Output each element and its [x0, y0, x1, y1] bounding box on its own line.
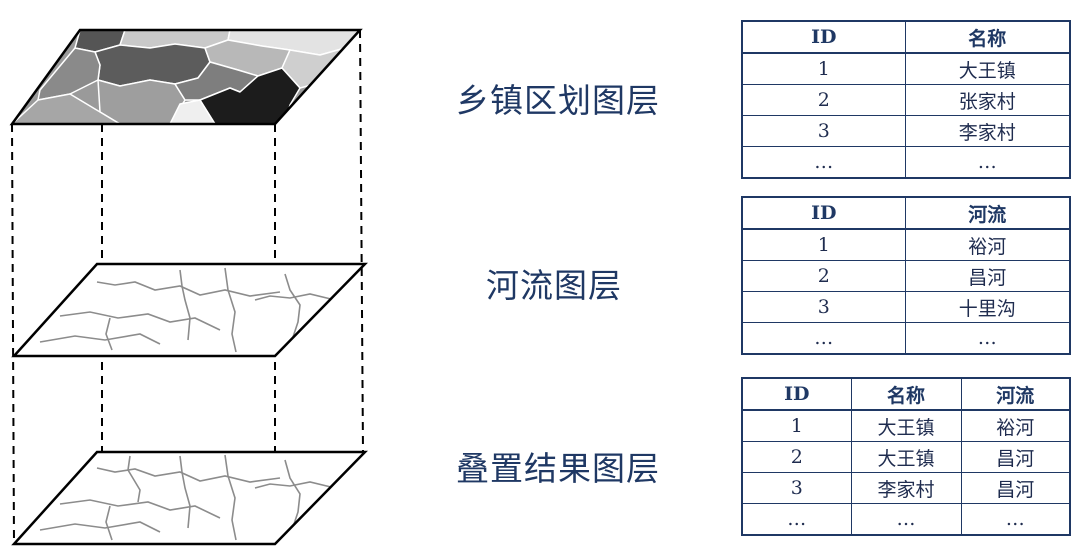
table-cell: 大王镇 — [850, 409, 962, 442]
table-cell: 大王镇 — [904, 52, 1071, 85]
table-cell: … — [850, 503, 962, 536]
river-attribute-table: ID 河流 1 裕河 2 昌河 3 十里沟 … … — [741, 196, 1071, 355]
table-row: 1 大王镇 — [741, 52, 1071, 85]
table-cell: 3 — [741, 472, 852, 504]
table-row: 1 大王镇 裕河 — [741, 409, 1071, 442]
header-cell: ID — [741, 196, 906, 230]
header-cell: 名称 — [850, 377, 962, 411]
table-cell: 昌河 — [960, 472, 1071, 504]
table-cell: 2 — [741, 260, 906, 292]
table-row: … … … — [741, 503, 1071, 536]
header-cell: 河流 — [960, 377, 1071, 411]
overlay-layer-label: 叠置结果图层 — [456, 449, 660, 488]
table-cell: 2 — [741, 441, 852, 473]
table-row: 3 李家村 昌河 — [741, 472, 1071, 504]
header-cell: ID — [741, 377, 852, 411]
table-header-row: ID 河流 — [741, 196, 1071, 230]
table-cell: 张家村 — [904, 84, 1071, 116]
table-cell: … — [960, 503, 1071, 536]
river-layer-map — [11, 262, 368, 358]
table-header-row: ID 名称 — [741, 20, 1071, 54]
table-row: 1 裕河 — [741, 228, 1071, 261]
region-k — [169, 99, 216, 124]
table-cell: 裕河 — [904, 228, 1071, 261]
table-row: 2 昌河 — [741, 260, 1071, 292]
table-cell: 李家村 — [850, 472, 962, 504]
table-header-row: ID 名称 河流 — [741, 377, 1071, 411]
table-cell: 1 — [741, 409, 852, 442]
header-cell: 河流 — [904, 196, 1071, 230]
township-attribute-table: ID 名称 1 大王镇 2 张家村 3 李家村 … … — [741, 20, 1071, 179]
region-l — [12, 93, 121, 124]
overlay-layer-map — [11, 450, 368, 546]
table-row: … … — [741, 322, 1071, 355]
table-row: 3 十里沟 — [741, 291, 1071, 323]
region-h — [97, 79, 186, 124]
table-row: 2 张家村 — [741, 84, 1071, 116]
table-cell: … — [741, 146, 906, 179]
table-row: … … — [741, 146, 1071, 179]
header-cell: ID — [741, 20, 906, 54]
table-cell: 大王镇 — [850, 441, 962, 473]
layer-stack-diagram — [9, 28, 368, 546]
table-cell: … — [904, 146, 1071, 179]
region-j — [199, 67, 301, 124]
table-cell: … — [741, 503, 852, 536]
river-layer-label: 河流图层 — [486, 266, 622, 305]
table-cell: 昌河 — [960, 441, 1071, 473]
table-cell: … — [741, 322, 906, 355]
table-cell: 十里沟 — [904, 291, 1071, 323]
table-cell: 裕河 — [960, 409, 1071, 442]
table-cell: 李家村 — [904, 115, 1071, 147]
township-layer-label: 乡镇区划图层 — [456, 81, 660, 120]
table-cell: … — [904, 322, 1071, 355]
table-row: 2 大王镇 昌河 — [741, 441, 1071, 473]
table-cell: 3 — [741, 115, 906, 147]
table-cell: 3 — [741, 291, 906, 323]
table-row: 3 李家村 — [741, 115, 1071, 147]
table-cell: 1 — [741, 52, 906, 85]
overlay-attribute-table: ID 名称 河流 1 大王镇 裕河 2 大王镇 昌河 3 李家村 昌河 … … … — [741, 377, 1071, 536]
table-cell: 2 — [741, 84, 906, 116]
table-cell: 昌河 — [904, 260, 1071, 292]
table-cell: 1 — [741, 228, 906, 261]
header-cell: 名称 — [904, 20, 1071, 54]
township-layer-map — [9, 28, 363, 126]
